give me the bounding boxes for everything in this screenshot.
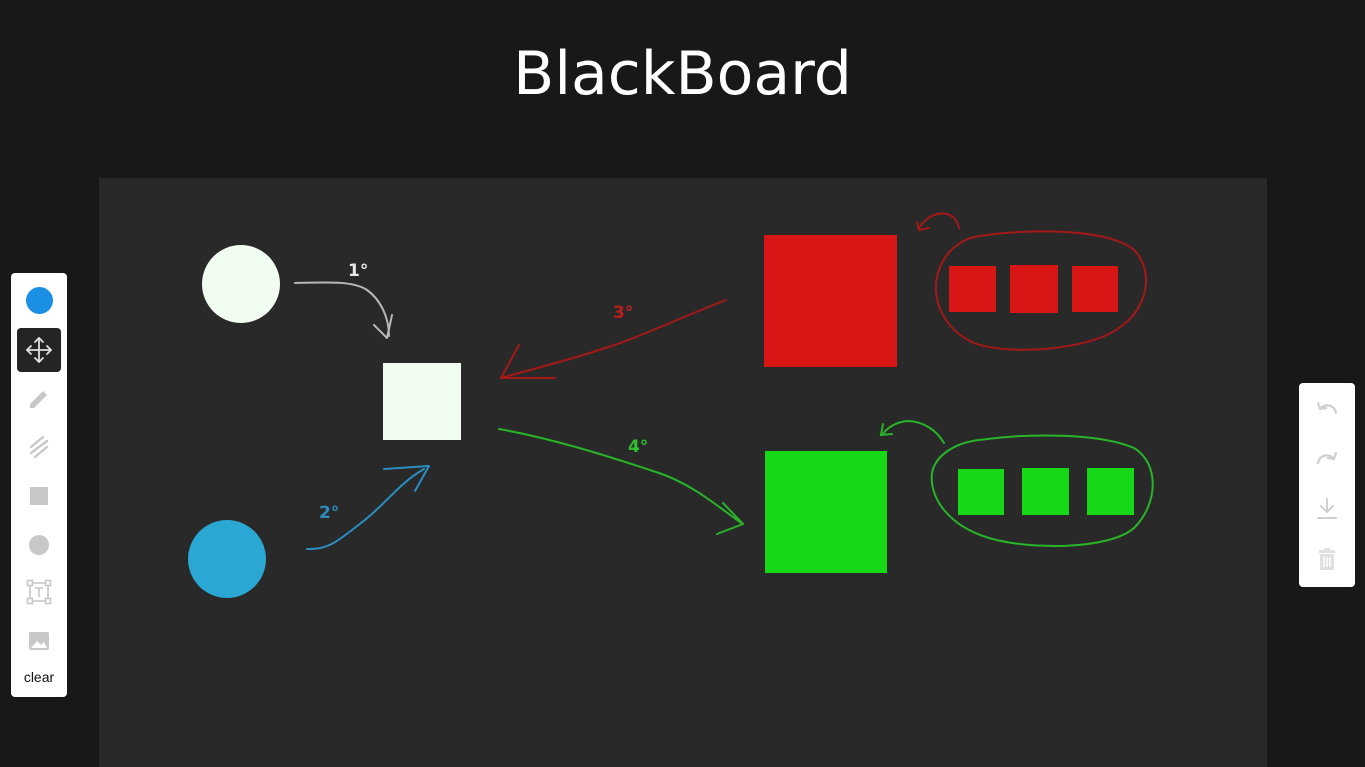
white-square-shape[interactable]: [383, 363, 461, 440]
label-step1: 1°: [348, 261, 368, 281]
white-circle-shape[interactable]: [202, 245, 280, 323]
green-lasso[interactable]: [930, 434, 1154, 547]
download-icon: [1317, 498, 1337, 519]
delete-button[interactable]: [1305, 539, 1349, 579]
blue-circle-shape[interactable]: [188, 520, 266, 598]
arrow-step2-head: [383, 465, 430, 492]
green-small-square-3[interactable]: [1087, 468, 1134, 515]
circle-icon: [29, 535, 49, 555]
redo-button[interactable]: [1305, 441, 1349, 481]
undo-icon: [1316, 401, 1338, 415]
red-big-square-shape[interactable]: [764, 235, 897, 367]
arrow-step3-head: [500, 344, 556, 379]
arrow-step1[interactable]: [294, 281, 390, 337]
text-tool-button[interactable]: [17, 570, 61, 614]
label-step4: 4°: [628, 437, 648, 457]
text-box-icon: [26, 579, 52, 605]
tool-sidebar: clear: [11, 273, 67, 697]
download-button[interactable]: [1305, 489, 1349, 529]
green-small-square-2[interactable]: [1022, 468, 1069, 515]
label-step2: 2°: [319, 503, 339, 523]
arrow-step2[interactable]: [306, 468, 425, 551]
green-small-square-1[interactable]: [958, 469, 1004, 515]
color-picker-button[interactable]: [17, 278, 61, 322]
color-dot: [25, 286, 53, 314]
image-icon: [29, 632, 49, 650]
green-curl-head: [879, 423, 893, 437]
green-curl: [882, 419, 945, 444]
rectangle-tool-button[interactable]: [17, 474, 61, 518]
action-sidebar: [1299, 383, 1355, 587]
square-icon: [30, 487, 48, 505]
pencil-icon: [30, 391, 47, 408]
red-curl-head: [916, 221, 930, 232]
blackboard-canvas[interactable]: 1° 2° 3° 4°: [99, 178, 1267, 767]
arrow-step1-head: [373, 314, 393, 339]
red-small-square-2[interactable]: [1010, 265, 1058, 313]
move-tool-button[interactable]: [17, 328, 61, 372]
circle-tool-button[interactable]: [17, 523, 61, 567]
drawing-layer: 1° 2° 3° 4°: [188, 212, 1154, 598]
trash-icon: [1319, 548, 1335, 570]
clear-button[interactable]: clear: [23, 669, 55, 685]
pencil-tool-button[interactable]: [17, 377, 61, 421]
move-icon: [26, 337, 52, 363]
arrow-step3[interactable]: [500, 299, 727, 379]
red-small-square-3[interactable]: [1072, 266, 1118, 312]
red-lasso[interactable]: [934, 230, 1147, 351]
undo-button[interactable]: [1305, 391, 1349, 431]
eraser-tool-button[interactable]: [17, 425, 61, 469]
page-title: BlackBoard: [513, 39, 852, 109]
redo-icon: [1316, 451, 1338, 465]
red-curl: [918, 212, 960, 229]
image-tool-button[interactable]: [17, 619, 61, 663]
arrow-step4-head: [716, 502, 744, 535]
red-small-square-1[interactable]: [949, 266, 996, 312]
green-big-square-shape[interactable]: [765, 451, 887, 573]
eraser-icon: [29, 435, 49, 459]
arrow-step4[interactable]: [498, 428, 742, 524]
label-step3: 3°: [613, 303, 633, 323]
